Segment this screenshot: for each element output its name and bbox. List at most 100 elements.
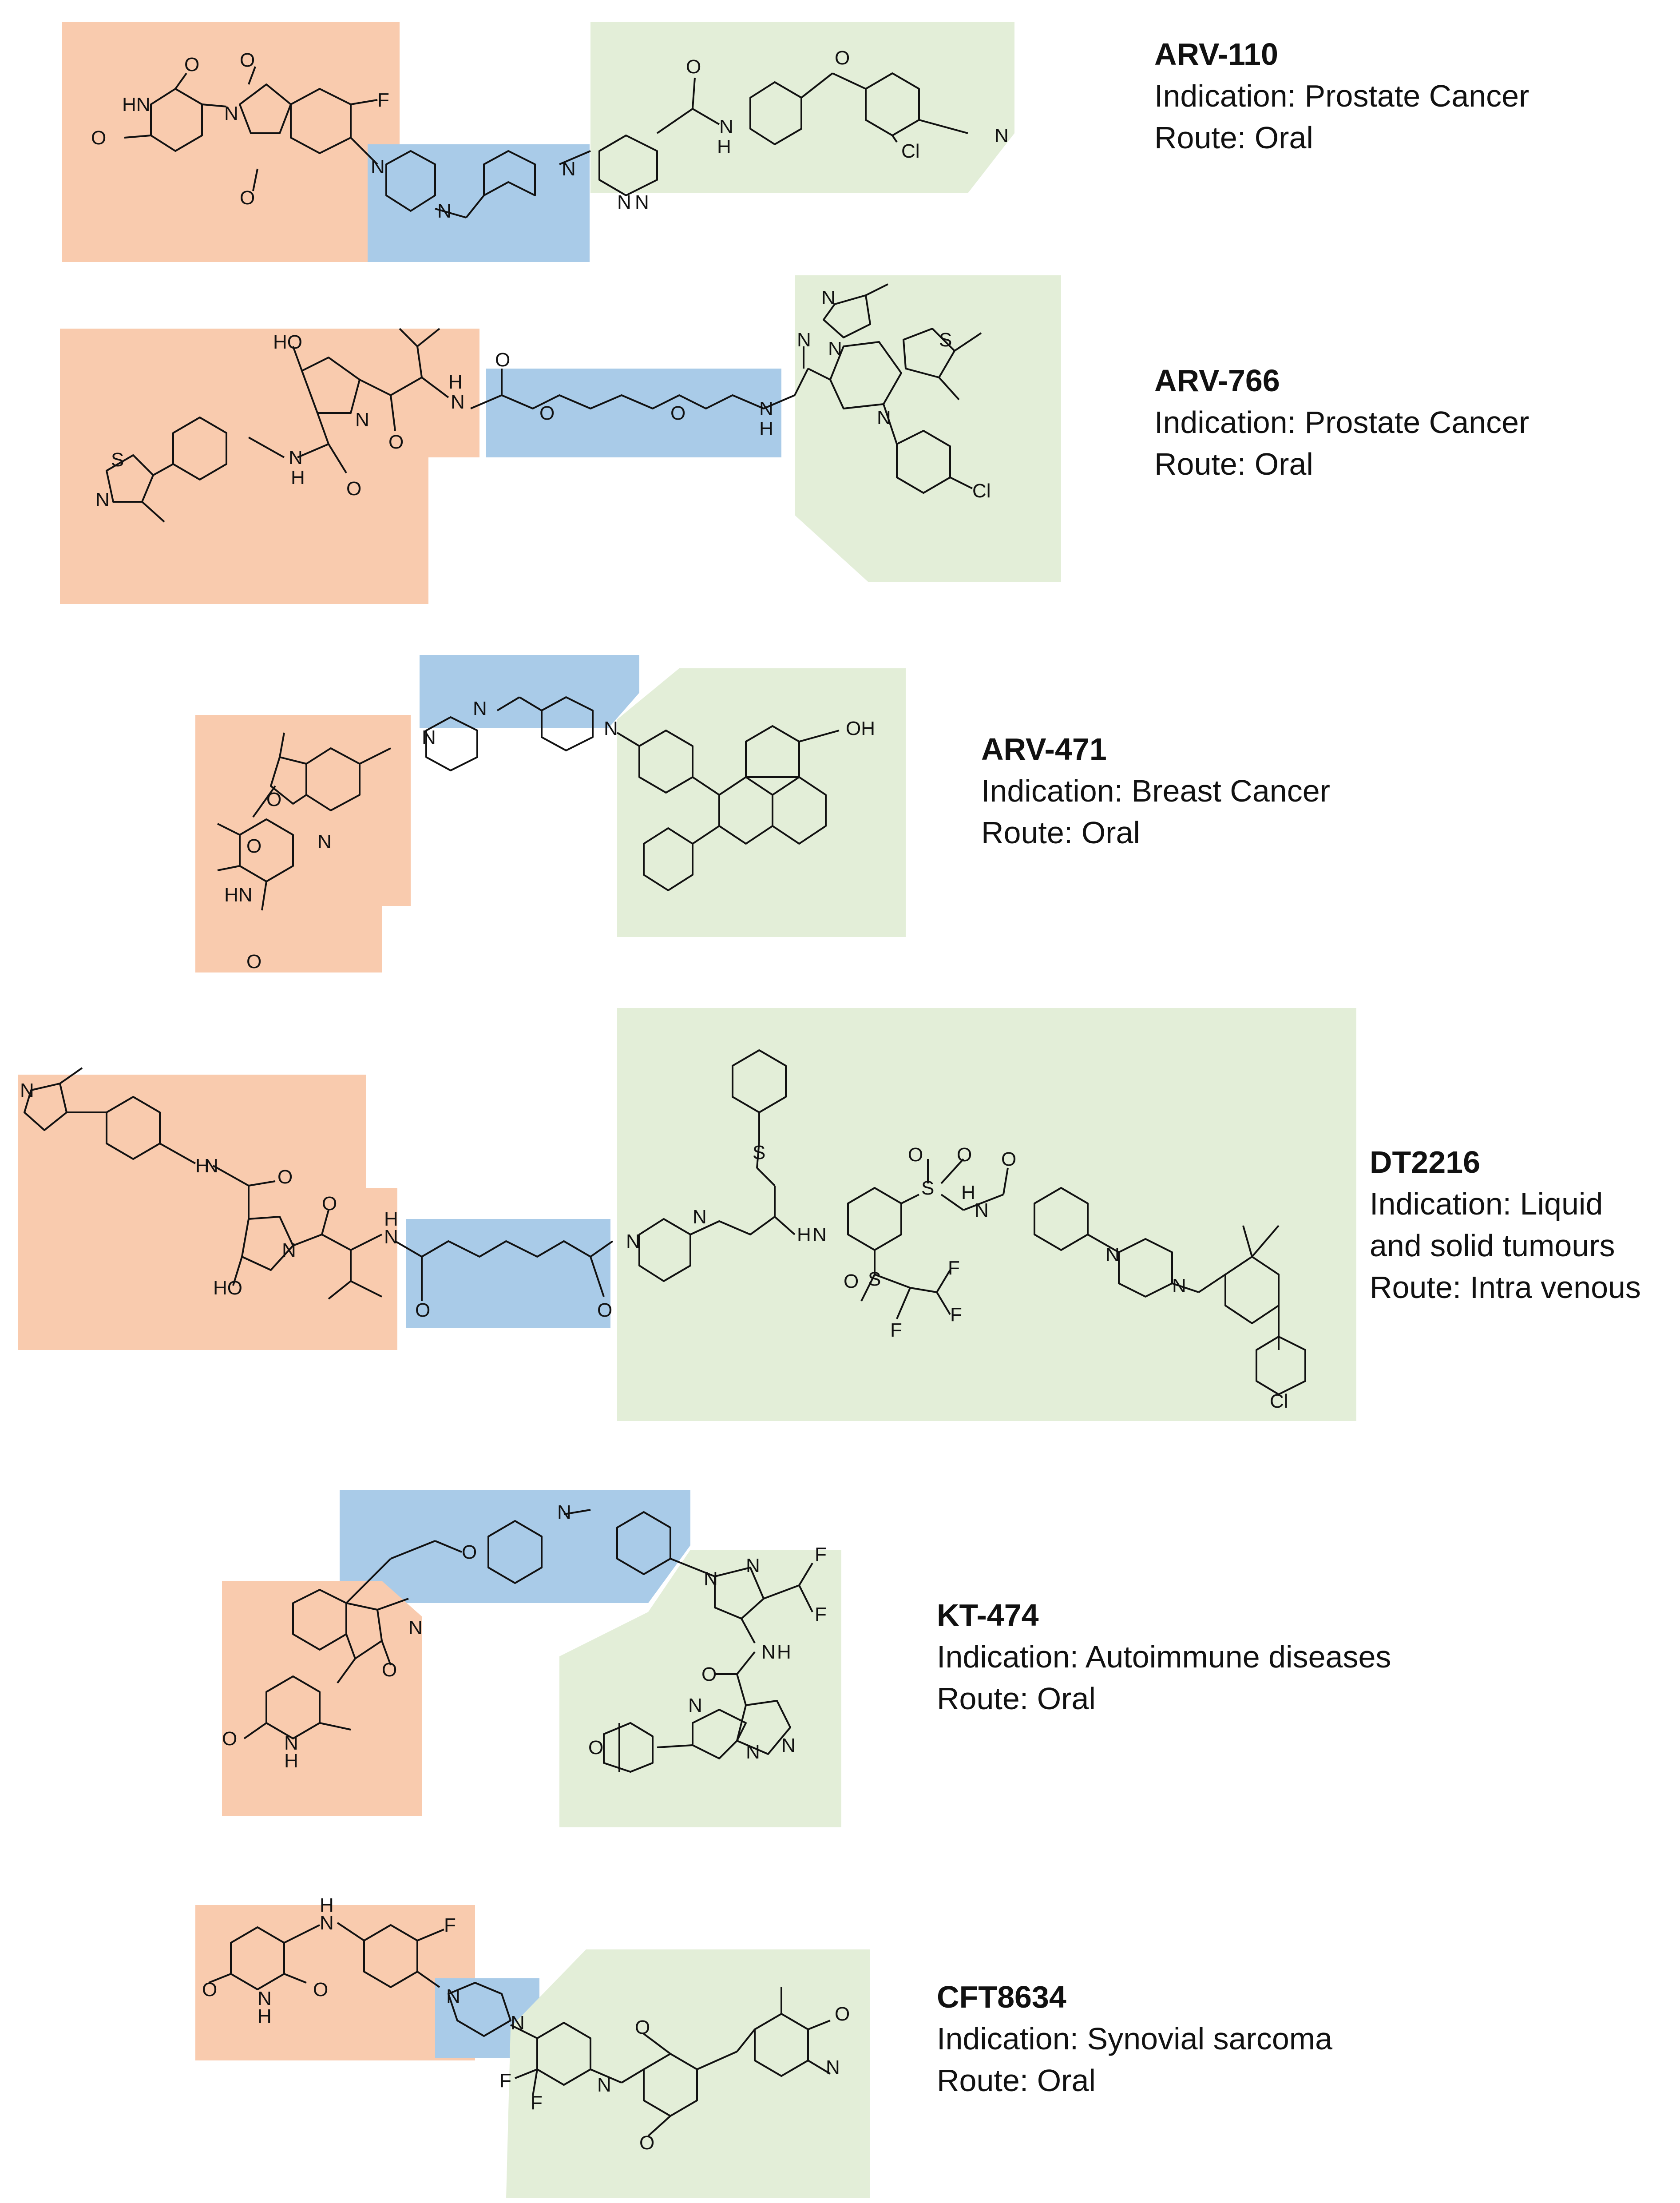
atom-labels-arv-110: HN O O O O N F N N N N N O N H O Cl N: [91, 47, 1009, 222]
atom-labels-arv-471: N N N OH O N O HN O: [224, 698, 875, 972]
atom-label: H: [284, 1750, 298, 1772]
atom-label: O: [388, 431, 404, 453]
atom-label: H: [759, 418, 773, 440]
atom-label: O: [597, 1299, 612, 1321]
compound-info-dt2216: DT2216 Indication: Liquid and solid tumo…: [1370, 1141, 1641, 1308]
alkyl-diamide-linker: [394, 1240, 614, 1301]
target-ligand-region: [617, 1008, 1356, 1421]
atom-label: H: [777, 1641, 791, 1663]
atom-label: N: [597, 2074, 611, 2096]
atom-label: N: [759, 398, 773, 420]
atom-label: H: [797, 1224, 811, 1246]
atom-labels-arv-766: HO N O N H O S N N H O O O N H N N N S N…: [95, 287, 991, 511]
route-label: Route: Oral: [1154, 447, 1313, 481]
atom-label: O: [202, 1979, 217, 2001]
atom-label: O: [588, 1737, 603, 1758]
atom-label: N: [224, 103, 238, 124]
atom-label: H: [320, 1894, 334, 1916]
compound-row-arv-766: HO N O N H O S N N H O O O N H N N N S N…: [0, 275, 1680, 604]
e3-ligase-ligand-region: [60, 329, 428, 604]
atom-label: N: [437, 200, 452, 222]
atom-label: H: [258, 2005, 272, 2027]
compound-name: ARV-110: [1154, 37, 1278, 71]
atom-label: N: [604, 718, 618, 739]
compound-info-arv-110: ARV-110 Indication: Prostate Cancer Rout…: [1154, 33, 1529, 159]
structure-cft8634: H N F O N H O N N O O N F F N O: [195, 1894, 870, 2198]
atom-label: N: [1105, 1244, 1120, 1266]
vhl-ligand-scaffold: [106, 328, 449, 523]
piperazine-piperidine: [448, 1982, 622, 2096]
atom-label: N: [320, 1912, 334, 1934]
atom-label: O: [246, 951, 262, 972]
atom-label: O: [635, 2016, 650, 2038]
piperidine-cyclohexyl-linker: [435, 1509, 715, 1584]
atom-label: N: [511, 2012, 525, 2034]
atom-label: O: [415, 1299, 430, 1321]
atom-label: N: [617, 191, 631, 213]
indication-label: Indication: Prostate Cancer: [1154, 405, 1529, 440]
e3-ligase-ligand-region: [222, 1581, 422, 1816]
compound-name: KT-474: [937, 1598, 1039, 1632]
target-ligand-region: [617, 668, 906, 937]
route-label: Route: Oral: [1154, 120, 1313, 155]
atom-label: N: [975, 1199, 989, 1221]
atom-label: H: [717, 136, 731, 158]
atom-label: O: [184, 54, 199, 75]
peg-linker: [470, 369, 795, 409]
glutarimide-ring: [124, 72, 227, 152]
linker-region: [486, 369, 781, 457]
atom-label: O: [844, 1270, 859, 1292]
atom-label: N: [408, 1617, 423, 1639]
e3-ligase-ligand-region: [195, 1905, 475, 2060]
atom-label: HO: [273, 331, 302, 353]
compound-name: DT2216: [1370, 1145, 1481, 1179]
atom-label: O: [313, 1979, 328, 2001]
atom-label: F: [444, 1914, 456, 1936]
atom-label: N: [446, 1985, 460, 2007]
linker-region: [406, 1219, 610, 1328]
atom-label: S: [753, 1142, 765, 1163]
e3-ligase-ligand-tail: [428, 329, 479, 457]
atom-label: N: [626, 1231, 640, 1252]
atom-label: O: [322, 1193, 337, 1215]
atom-label: N: [635, 191, 649, 213]
e3-ligase-ligand-tail: [195, 906, 382, 972]
e3-ligase-ligand-region: [18, 1075, 366, 1350]
route-label: Route: Oral: [937, 1681, 1096, 1716]
target-ligand-region: [795, 275, 1061, 582]
compound-info-arv-471: ARV-471 Indication: Breast Cancer Route:…: [981, 728, 1330, 853]
atom-label: O: [908, 1144, 923, 1166]
compound-row-kt-474: O N N N F F N H O N O O N H N N N O KT-4…: [0, 1483, 1680, 1838]
atom-label: N: [704, 1568, 718, 1590]
atom-label: OH: [846, 718, 875, 739]
structure-dt2216: N H N O N O H N HO O O N N S N H S O O N…: [18, 1008, 1356, 1421]
atom-label: N: [746, 1741, 760, 1763]
indication-label: Indication: Breast Cancer: [981, 774, 1330, 808]
atom-label: O: [686, 56, 701, 78]
atom-label: N: [258, 1988, 272, 2009]
atom-label: N: [719, 116, 733, 138]
atom-label: O: [246, 835, 262, 857]
atom-label: N: [781, 1735, 796, 1756]
atom-label: N: [557, 1501, 571, 1523]
atom-label: N: [821, 287, 836, 309]
compound-name: CFT8634: [937, 1980, 1066, 2014]
compound-row-cft8634: H N F O N H O N N O O N F F N O CFT8634 …: [0, 1887, 1680, 2203]
lenalidomide-core: [217, 732, 391, 911]
atom-label: O: [639, 2132, 654, 2154]
atom-label: H: [384, 1208, 398, 1230]
atom-label: O: [382, 1659, 397, 1681]
phthalimide-core: [239, 66, 378, 191]
atom-label: H: [448, 371, 463, 393]
compound-name: ARV-766: [1154, 363, 1280, 398]
atom-label: F: [815, 1604, 827, 1625]
atom-label: N: [355, 409, 369, 431]
structure-arv-471: N N N OH O N O HN O: [195, 655, 906, 972]
dimethoxyphenyl-pyridinone: [621, 1987, 831, 2137]
linker-region: [340, 1490, 690, 1603]
compound-row-arv-471: N N N OH O N O HN O ARV-471 Indication: …: [0, 648, 1680, 986]
route-label: Route: Oral: [937, 2063, 1096, 2098]
pyridazine-cyclohexyl-aryl: [598, 72, 968, 196]
route-label: Route: Oral: [981, 815, 1140, 850]
atom-label: N: [284, 1732, 298, 1754]
